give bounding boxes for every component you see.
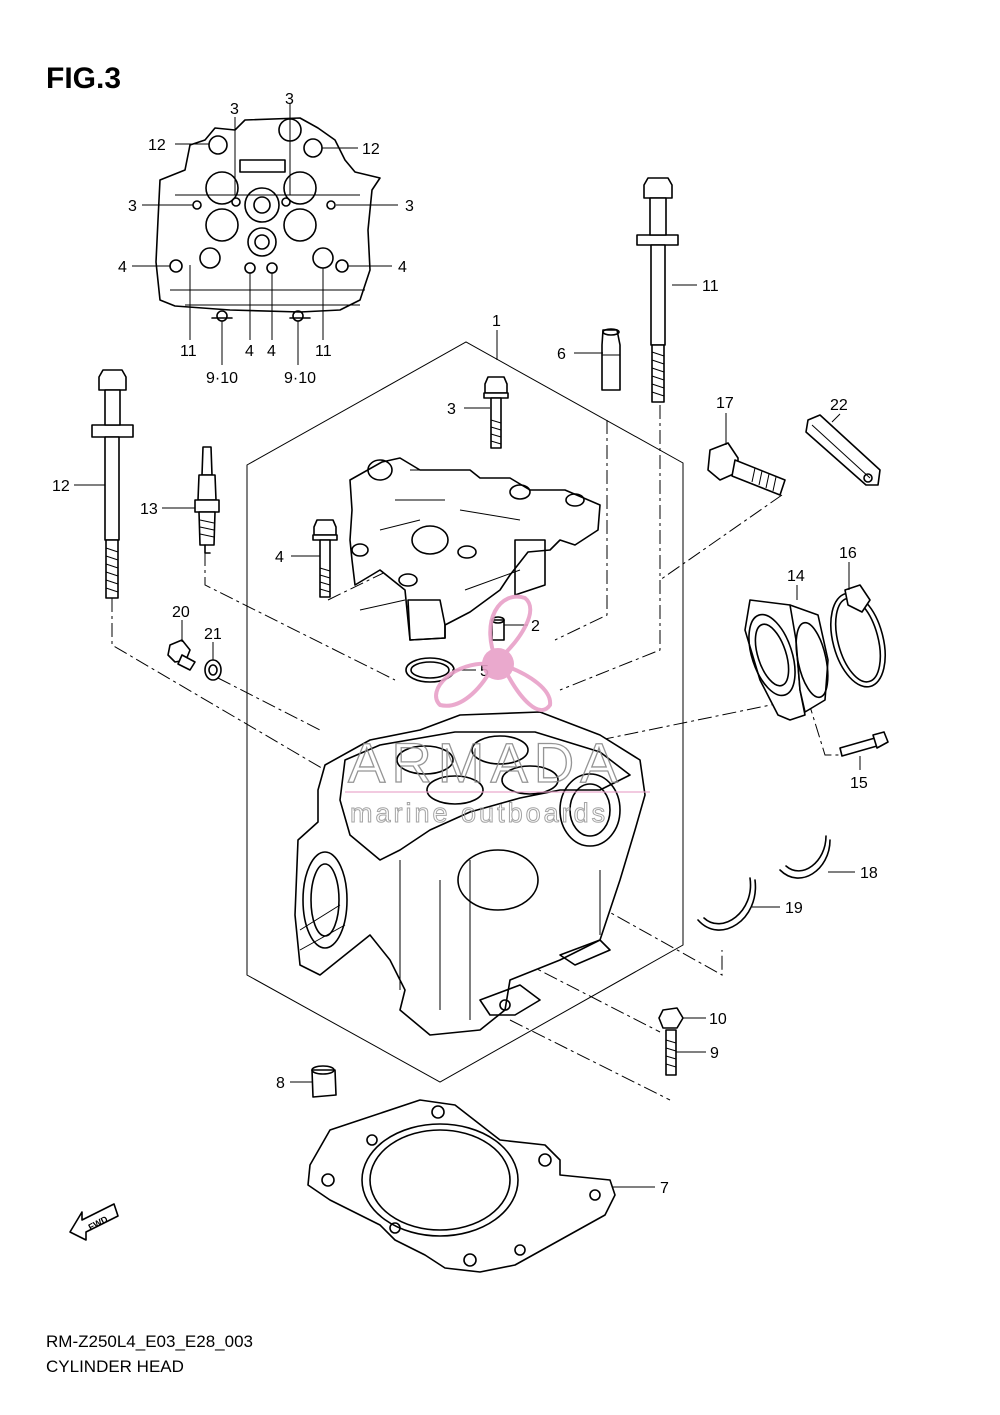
part-15-bolt bbox=[839, 731, 889, 757]
callout-4: 4 bbox=[275, 549, 284, 566]
part-2-dowel bbox=[491, 616, 505, 641]
callout-15: 15 bbox=[850, 775, 868, 792]
callout-3: 3 bbox=[405, 198, 414, 215]
callout-9-10: 9·10 bbox=[206, 370, 238, 387]
callout-12: 12 bbox=[362, 141, 380, 158]
callout-4: 4 bbox=[398, 259, 407, 276]
part-11-long-bolt bbox=[636, 177, 679, 403]
callout-9-10: 9·10 bbox=[284, 370, 316, 387]
callout-3: 3 bbox=[285, 91, 294, 108]
callout-11: 11 bbox=[180, 343, 197, 360]
callout-16: 16 bbox=[839, 545, 857, 562]
propeller-logo-icon bbox=[434, 594, 553, 712]
callout-14: 14 bbox=[787, 568, 805, 585]
callout-21: 21 bbox=[204, 626, 222, 643]
cylinder-head-body bbox=[294, 711, 646, 1036]
callout-12: 12 bbox=[148, 137, 166, 154]
callout-3: 3 bbox=[128, 198, 137, 215]
callout-17: 17 bbox=[716, 395, 734, 412]
part-7-gasket bbox=[307, 1099, 616, 1273]
callout-3: 3 bbox=[230, 101, 239, 118]
part-20-bolt bbox=[167, 639, 196, 671]
part-22-bracket bbox=[805, 414, 881, 486]
watermark: ARMADA marine outboards bbox=[345, 594, 650, 829]
callout-11: 11 bbox=[315, 343, 332, 360]
callout-6: 6 bbox=[557, 346, 566, 363]
part-18-clip bbox=[779, 835, 831, 879]
diagram-name: CYLINDER HEAD bbox=[46, 1357, 184, 1376]
callout-9: 9 bbox=[710, 1045, 719, 1062]
part-10-nut bbox=[658, 1007, 684, 1029]
part-21-washer bbox=[204, 659, 222, 681]
part-8-dowel bbox=[311, 1065, 337, 1098]
part-9-stud bbox=[665, 1029, 677, 1076]
part-19-clip bbox=[697, 877, 757, 931]
part-17-bolt bbox=[707, 442, 786, 496]
figure-title: FIG.3 bbox=[46, 62, 122, 95]
top-view-cylinder-head bbox=[155, 117, 381, 322]
diagram-code: RM-Z250L4_E03_E28_003 bbox=[46, 1332, 253, 1351]
callout-10: 10 bbox=[709, 1011, 727, 1028]
main-leaders bbox=[74, 284, 861, 1188]
callout-22: 22 bbox=[830, 397, 848, 414]
top-view-leaders bbox=[132, 104, 398, 365]
callout-18: 18 bbox=[860, 865, 878, 882]
part-12-long-bolt bbox=[91, 369, 134, 599]
watermark-brand: ARMADA bbox=[348, 731, 624, 794]
callout-12: 12 bbox=[52, 478, 70, 495]
camshaft-holder bbox=[349, 457, 601, 641]
callout-13: 13 bbox=[140, 501, 158, 518]
callout-19: 19 bbox=[785, 900, 803, 917]
callout-4: 4 bbox=[267, 343, 276, 360]
part-13-spark-plug bbox=[194, 446, 220, 554]
part-3-bolt bbox=[483, 376, 509, 449]
callout-20: 20 bbox=[172, 604, 190, 621]
callout-3: 3 bbox=[447, 401, 456, 418]
part-4-bolt bbox=[312, 519, 338, 598]
part-14-intake-pipe bbox=[744, 599, 829, 721]
callout-7: 7 bbox=[660, 1180, 669, 1197]
fwd-arrow-icon: FWD bbox=[69, 1203, 119, 1241]
callout-1: 1 bbox=[492, 313, 501, 330]
part-16-clamp bbox=[830, 584, 886, 688]
part-6-pin bbox=[601, 328, 621, 391]
top-view-callouts: 12 12 3 3 3 3 4 4 11 4 4 11 9·10 9·10 bbox=[118, 91, 414, 387]
callout-4: 4 bbox=[245, 343, 254, 360]
callout-8: 8 bbox=[276, 1075, 285, 1092]
callout-4: 4 bbox=[118, 259, 127, 276]
callout-2: 2 bbox=[531, 618, 540, 635]
main-callouts: 1 6 11 3 12 13 4 2 5 17 22 14 16 20 21 1… bbox=[52, 278, 878, 1197]
callout-11: 11 bbox=[702, 278, 719, 295]
watermark-tagline: marine outboards bbox=[350, 798, 608, 828]
